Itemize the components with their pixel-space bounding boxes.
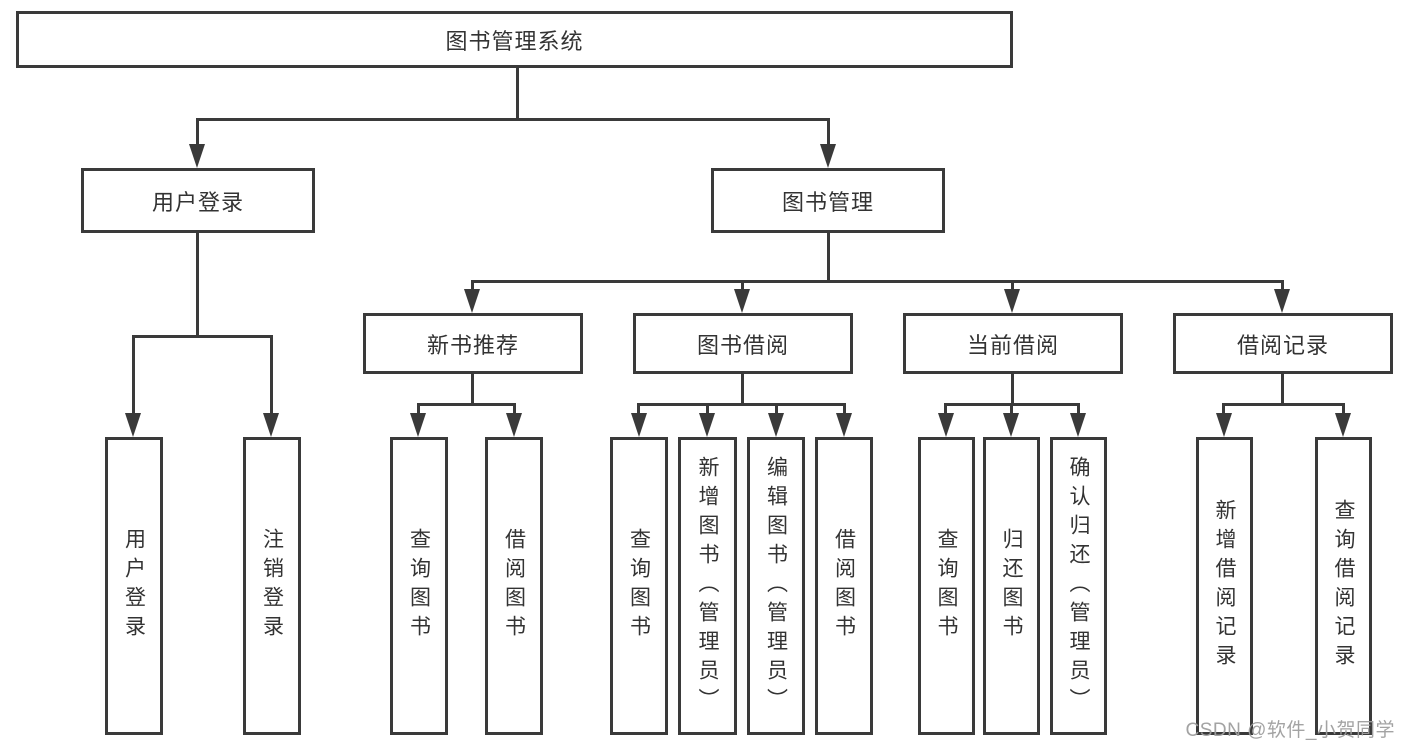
connector-records-stem: [1281, 374, 1284, 406]
leaf-logout: 注销登录: [243, 437, 301, 735]
connector-to-br-query: [1342, 403, 1345, 417]
node-new-book-recommend: 新书推荐: [363, 313, 583, 374]
node-current-borrow-label: 当前借阅: [966, 332, 1059, 358]
leaf-borrow-add-book-admin-label: 新增图书（管理员）: [696, 455, 719, 717]
arrow-to-cb-query: [938, 413, 954, 437]
connector-records-split: [1222, 403, 1345, 406]
node-current-borrow: 当前借阅: [903, 313, 1123, 374]
connector-to-nb-query: [417, 403, 420, 417]
leaf-logout-label: 注销登录: [260, 528, 284, 644]
arrow-to-br-query: [1335, 413, 1351, 437]
leaf-newbooks-query-books-label: 查询图书: [407, 528, 431, 644]
arrow-to-cb-confirm: [1070, 413, 1086, 437]
arrow-to-bb-borrow: [836, 413, 852, 437]
node-book-borrow-label: 图书借阅: [696, 332, 789, 358]
connector-to-bb-query: [637, 403, 640, 417]
node-borrow-records: 借阅记录: [1173, 313, 1393, 374]
connector-root-stem: [516, 68, 519, 121]
leaf-records-add-record-label: 新增借阅记录: [1213, 499, 1236, 673]
connector-user-login-stem: [196, 233, 199, 338]
connector-to-user-login: [196, 118, 199, 146]
arrow-to-cb-return: [1003, 413, 1019, 437]
arrow-to-current: [1004, 289, 1020, 313]
connector-to-cb-confirm: [1077, 403, 1080, 417]
csdn-watermark: CSDN @软件_小贺同学: [1185, 720, 1395, 741]
leaf-borrow-add-book-admin: 新增图书（管理员）: [678, 437, 737, 735]
arrow-to-nb-borrow: [506, 413, 522, 437]
leaf-user-login: 用户登录: [105, 437, 163, 735]
leaf-current-confirm-return-admin: 确认归还（管理员）: [1050, 437, 1107, 735]
connector-new-books-stem: [471, 374, 474, 406]
arrow-to-bb-query: [631, 413, 647, 437]
leaf-borrow-query-books: 查询图书: [610, 437, 668, 735]
node-book-management: 图书管理: [711, 168, 945, 233]
leaf-borrow-borrow-books: 借阅图书: [815, 437, 873, 735]
connector-borrow-split: [637, 403, 846, 406]
leaf-records-add-record: 新增借阅记录: [1196, 437, 1253, 735]
leaf-user-login-label: 用户登录: [122, 528, 146, 644]
connector-to-logout: [270, 335, 273, 415]
arrow-to-nb-query: [410, 413, 426, 437]
connector-to-bb-add: [706, 403, 709, 417]
leaf-borrow-borrow-books-label: 借阅图书: [832, 528, 856, 644]
arrow-to-logout: [263, 413, 279, 437]
leaf-current-confirm-return-admin-label: 确认归还（管理员）: [1067, 455, 1090, 717]
connector-to-current: [1011, 280, 1014, 292]
connector-root-split: [197, 118, 830, 121]
node-borrow-records-label: 借阅记录: [1236, 332, 1329, 358]
arrow-to-bb-add: [699, 413, 715, 437]
connector-to-bb-borrow: [843, 403, 846, 417]
leaf-current-query-books: 查询图书: [918, 437, 975, 735]
leaf-newbooks-borrow-books-label: 借阅图书: [502, 528, 526, 644]
node-book-management-label: 图书管理: [781, 189, 874, 215]
arrow-to-br-add: [1216, 413, 1232, 437]
connector-new-books-split: [417, 403, 516, 406]
connector-user-login-split: [132, 335, 273, 338]
node-user-login-label: 用户登录: [151, 189, 244, 215]
leaf-current-query-books-label: 查询图书: [935, 528, 958, 644]
arrow-to-bb-edit: [768, 413, 784, 437]
arrow-to-records: [1274, 289, 1290, 313]
leaf-borrow-edit-book-admin-label: 编辑图书（管理员）: [764, 455, 788, 717]
leaf-records-query-record: 查询借阅记录: [1315, 437, 1372, 735]
node-new-book-recommend-label: 新书推荐: [426, 332, 519, 358]
arrow-to-book-mgmt: [820, 144, 836, 168]
node-user-login: 用户登录: [81, 168, 315, 233]
arrow-to-user-login: [189, 144, 205, 168]
connector-to-bb-edit: [775, 403, 778, 417]
leaf-newbooks-query-books: 查询图书: [390, 437, 448, 735]
leaf-current-return-books: 归还图书: [983, 437, 1040, 735]
connector-to-book-mgmt: [827, 118, 830, 146]
connector-to-cb-return: [1010, 403, 1013, 417]
arrow-to-new-books: [464, 289, 480, 313]
arrow-to-login: [125, 413, 141, 437]
leaf-records-query-record-label: 查询借阅记录: [1332, 499, 1355, 673]
connector-book-mgmt-stem: [827, 233, 830, 283]
arrow-to-borrow: [734, 289, 750, 313]
connector-to-br-add: [1222, 403, 1225, 417]
connector-to-records: [1281, 280, 1284, 292]
connector-to-login: [132, 335, 135, 415]
connector-borrow-stem: [741, 374, 744, 406]
connector-book-mgmt-split: [471, 280, 1284, 283]
connector-to-nb-borrow: [513, 403, 516, 417]
connector-to-cb-query: [944, 403, 947, 417]
leaf-borrow-query-books-label: 查询图书: [627, 528, 651, 644]
node-book-borrow: 图书借阅: [633, 313, 853, 374]
connector-to-new-books: [471, 280, 474, 292]
leaf-current-return-books-label: 归还图书: [1000, 528, 1023, 644]
leaf-newbooks-borrow-books: 借阅图书: [485, 437, 543, 735]
node-library-system: 图书管理系统: [16, 11, 1013, 68]
connector-current-stem: [1011, 374, 1014, 406]
leaf-borrow-edit-book-admin: 编辑图书（管理员）: [747, 437, 805, 735]
connector-to-borrow: [741, 280, 744, 292]
node-library-system-label: 图书管理系统: [445, 28, 584, 54]
